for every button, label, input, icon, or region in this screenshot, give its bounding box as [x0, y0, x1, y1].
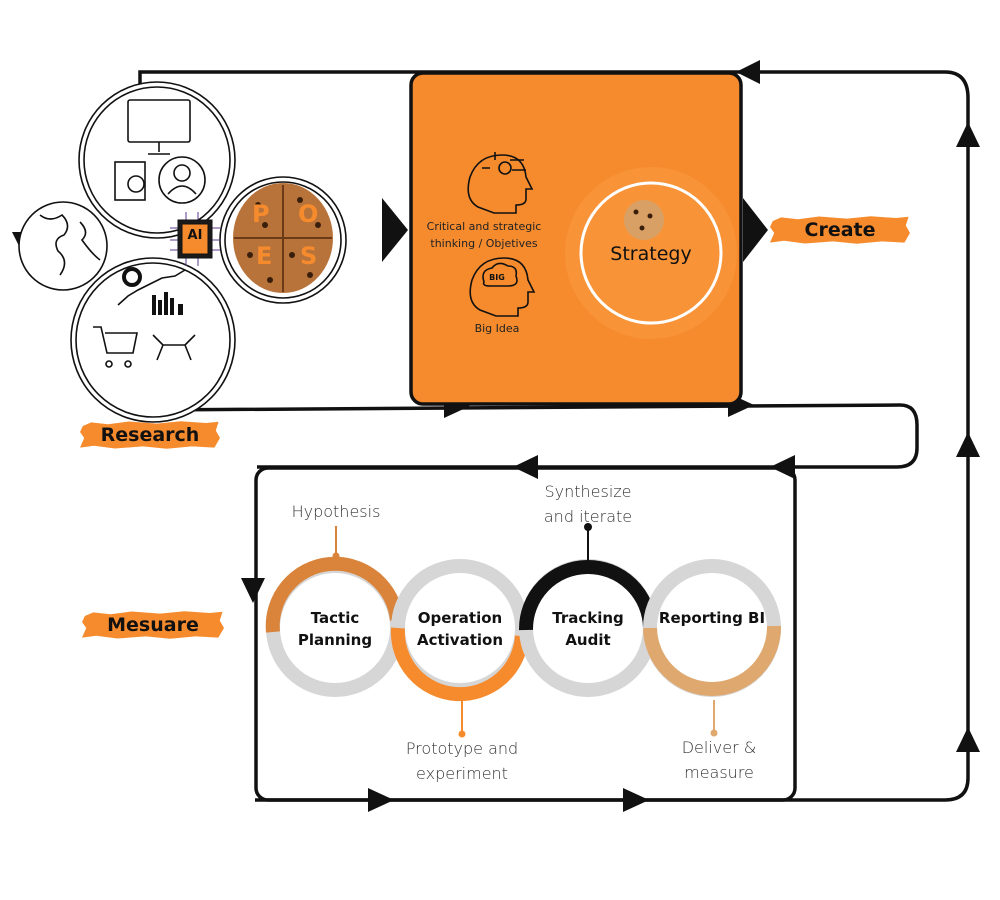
create-stage-label: Create — [770, 216, 910, 244]
arrow-up-icon — [956, 432, 980, 457]
deliver-note: Deliver & measure — [681, 738, 757, 782]
strategic-thinking-head-icon — [467, 154, 534, 214]
poes-letter-p: P — [252, 200, 270, 228]
strategy-label: Strategy — [610, 243, 692, 265]
tug-of-war-icon — [152, 334, 196, 361]
cookie-icon — [624, 200, 664, 240]
arrow-up-icon — [956, 122, 980, 147]
reporting-bi-label: Reporting BI — [658, 609, 766, 627]
strategy-circle — [579, 181, 723, 325]
arrow-right-icon — [382, 198, 408, 262]
poes-letter-o: O — [298, 200, 319, 228]
outer-loop-line — [138, 70, 970, 802]
arrow-left-icon — [770, 455, 795, 479]
big-idea-head-icon — [469, 257, 536, 317]
tactic-planning-label: Tactic Planning — [297, 609, 373, 649]
ai-chip-icon — [170, 212, 220, 266]
globe-icon — [18, 201, 108, 291]
research-to-measure-line — [151, 403, 919, 469]
ai-chip-label: AI — [187, 228, 203, 243]
arrow-right-icon — [623, 788, 649, 812]
poes-letter-s: S — [300, 242, 318, 270]
hypothesis-note: Hypothesis — [291, 502, 381, 521]
cookie-brain-icon — [233, 183, 333, 293]
arrow-left-icon — [736, 60, 760, 84]
big-text-icon: BIG — [489, 273, 505, 282]
arrow-left-icon — [513, 455, 538, 479]
synthesize-note: Synthesize and iterate — [543, 482, 633, 526]
poes-letter-e: E — [256, 242, 273, 270]
shopping-cart-icon — [93, 326, 138, 354]
big-idea-label: Big Idea — [474, 322, 520, 335]
prototype-note: Prototype and experiment — [405, 739, 519, 783]
monitor-analytics-icon — [127, 99, 191, 143]
tracking-audit-label: Tracking Audit — [552, 609, 624, 649]
arrow-right-icon — [368, 788, 394, 812]
arrow-right-icon — [743, 198, 768, 262]
arrow-down-icon — [241, 578, 265, 603]
thinking-label: Critical and strategic thinking / Objeti… — [426, 220, 542, 250]
measure-stage-label: Mesuare — [82, 611, 224, 639]
cycle-rings — [265, 556, 782, 702]
arrow-up-icon — [956, 727, 980, 752]
bar-chart-icon — [152, 292, 183, 315]
research-stage-label: Research — [80, 421, 220, 449]
analytics-icon — [122, 267, 142, 287]
operation-activation-label: Operation Activation — [416, 609, 503, 649]
